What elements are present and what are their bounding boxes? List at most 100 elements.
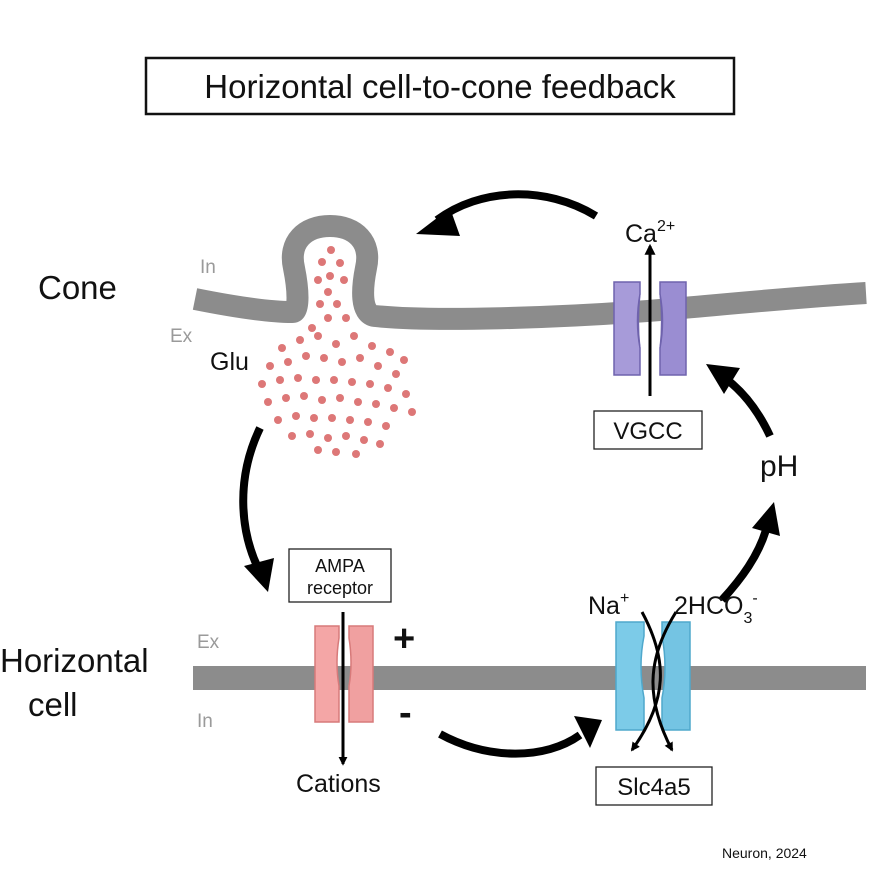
glutamate-dot [328, 414, 336, 422]
glutamate-dot [266, 362, 274, 370]
glutamate-dot [308, 324, 316, 332]
cone-in-label: In [200, 257, 216, 278]
sodium-label: Na+ [588, 590, 629, 620]
glutamate-label: Glu [210, 348, 249, 376]
hc-ex-label: Ex [197, 632, 220, 653]
slc-to-ph-arrow [719, 528, 770, 603]
glutamate-dot [264, 398, 272, 406]
minus-sign: - [399, 692, 412, 734]
glutamate-dot [366, 380, 374, 388]
glutamate-dot [350, 332, 358, 340]
calcium-label: Ca2+ [625, 218, 675, 248]
glutamate-dot [384, 384, 392, 392]
citation: Neuron, 2024 [722, 845, 807, 861]
glutamate-dot [356, 354, 364, 362]
glutamate-dot [324, 434, 332, 442]
glutamate-dot [348, 378, 356, 386]
slc4a5-label-box: Slc4a5 [595, 766, 713, 806]
glutamate-dot [258, 380, 266, 388]
glutamate-dot [302, 352, 310, 360]
glutamate-dot [326, 272, 334, 280]
glutamate-dot [354, 398, 362, 406]
glutamate-dot [352, 450, 360, 458]
glutamate-dot [390, 404, 398, 412]
glutamate-dot [332, 340, 340, 348]
glutamate-dot [320, 354, 328, 362]
glutamate-dot [336, 394, 344, 402]
glutamate-dot [372, 400, 380, 408]
ph-to-vgcc-arrow [722, 374, 774, 438]
glutamate-dot [274, 416, 282, 424]
glutamate-dot [374, 362, 382, 370]
hc-in-label: In [197, 711, 213, 732]
glutamate-dot [368, 342, 376, 350]
glutamate-dot [318, 258, 326, 266]
feedback-arrows [239, 190, 780, 758]
cations-label: Cations [296, 770, 381, 798]
horizontal-cell-label-line1: Horizontal [0, 642, 149, 679]
glutamate-dot [316, 300, 324, 308]
vgcc-label: VGCC [613, 418, 682, 445]
glutamate-dot [400, 356, 408, 364]
glutamate-dot [314, 332, 322, 340]
cone-label: Cone [38, 269, 117, 306]
glutamate-dot [310, 414, 318, 422]
glutamate-dot [292, 412, 300, 420]
glutamate-dot [342, 314, 350, 322]
slc4a5-transporter [615, 621, 691, 731]
glutamate-dot [376, 440, 384, 448]
glutamate-dot [333, 300, 341, 308]
calcium-to-release-arrow [434, 190, 599, 224]
glutamate-dot [276, 376, 284, 384]
title-box: Horizontal cell-to-cone feedback [144, 56, 736, 116]
glutamate-dot [327, 246, 335, 254]
plus-sign: + [393, 618, 415, 660]
glutamate-dot [382, 422, 390, 430]
glutamate-dot [324, 314, 332, 322]
glutamate-to-ampa-arrow [239, 426, 264, 570]
horizontal-membrane [193, 666, 866, 690]
glutamate-dot [336, 259, 344, 267]
ampa-receptor-channel [314, 625, 374, 723]
glutamate-dot [392, 370, 400, 378]
glutamate-dot [402, 390, 410, 398]
glutamate-dot [284, 358, 292, 366]
glutamate-dot [332, 448, 340, 456]
horizontal-cell-label-line2: cell [28, 686, 78, 723]
glutamate-dot [324, 288, 332, 296]
glutamate-dot [300, 392, 308, 400]
glutamate-dot [364, 418, 372, 426]
cone-ex-label: Ex [170, 326, 193, 347]
ph-label: pH [760, 450, 798, 483]
diagram-title: Horizontal cell-to-cone feedback [204, 68, 676, 105]
glutamate-dot [314, 446, 322, 454]
depolarization-to-slc-arrow [438, 730, 583, 758]
bicarbonate-label: 2HCO3- [674, 590, 758, 627]
glutamate-dot [408, 408, 416, 416]
glutamate-dot [314, 276, 322, 284]
glutamate-dot [342, 432, 350, 440]
glutamate-dot [278, 344, 286, 352]
glutamate-dot [330, 376, 338, 384]
sodium-transport-arrow [630, 611, 662, 752]
ampa-label-box: AMPA receptor [288, 548, 392, 603]
glutamate-dot [346, 416, 354, 424]
glutamate-dots [258, 246, 416, 458]
ampa-label-line2: receptor [307, 578, 373, 598]
ampa-label-line1: AMPA [315, 556, 365, 576]
cone-membrane [192, 215, 867, 330]
glutamate-dot [312, 376, 320, 384]
glutamate-dot [282, 394, 290, 402]
bicarbonate-transport-arrow [651, 611, 678, 752]
slc4a5-label: Slc4a5 [617, 774, 690, 801]
glutamate-dot [360, 436, 368, 444]
glutamate-dot [296, 336, 304, 344]
glutamate-dot [340, 276, 348, 284]
vgcc-channel [613, 281, 687, 376]
glutamate-dot [386, 348, 394, 356]
vgcc-label-box: VGCC [593, 410, 703, 450]
glutamate-dot [306, 430, 314, 438]
glutamate-dot [318, 396, 326, 404]
glutamate-dot [288, 432, 296, 440]
